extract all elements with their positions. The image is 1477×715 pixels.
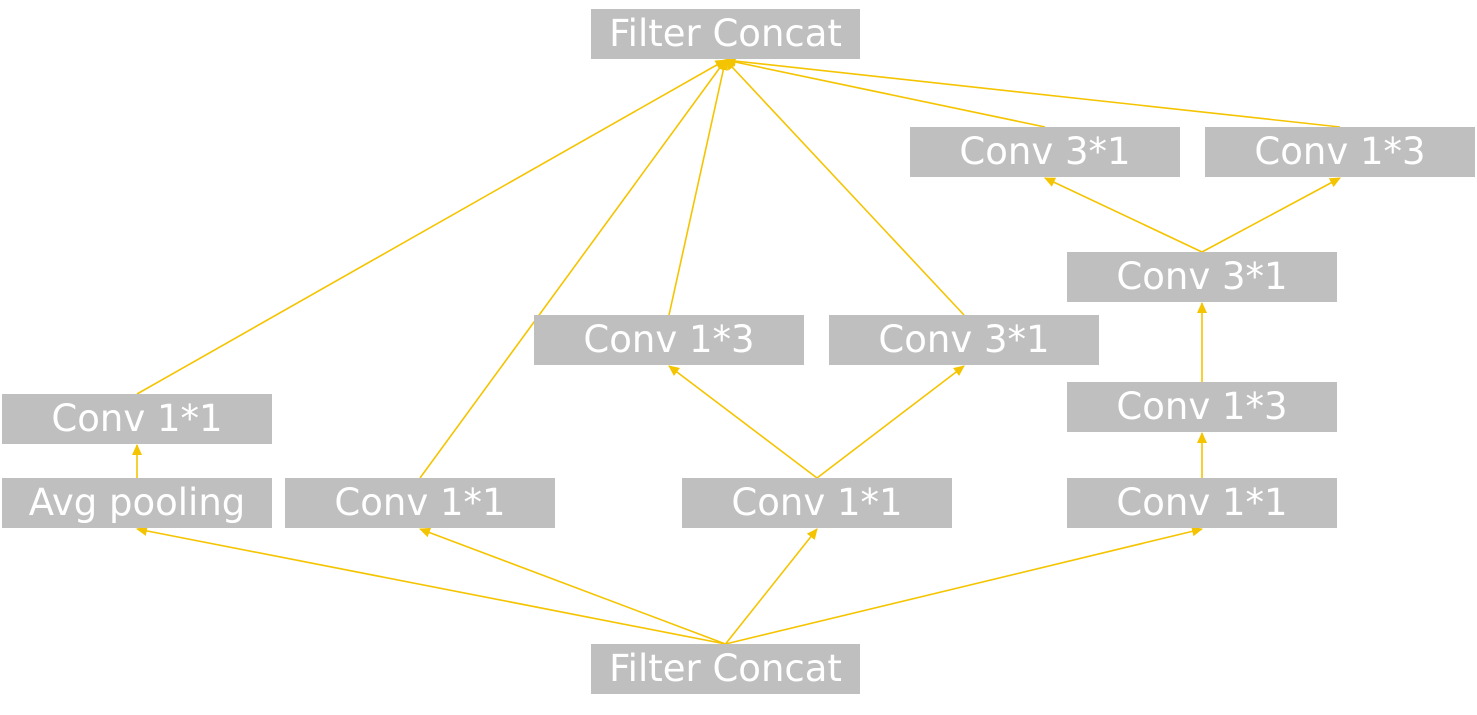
filter-concat-bottom: Filter Concat — [591, 644, 860, 694]
conv-1x1-left-middle: Conv 1*1 — [285, 478, 555, 528]
conv-1x1-right: Conv 1*1 — [1067, 478, 1337, 528]
conv-1x1-middle: Conv 1*1 — [682, 478, 952, 528]
conv-1x1-top-left: Conv 1*1 — [2, 394, 272, 444]
conv-3x1-middle: Conv 3*1 — [829, 315, 1099, 365]
conv-1x3-top-right: Conv 1*3 — [1205, 127, 1475, 177]
edge-m-conv31-to-concat-top — [724, 59, 965, 316]
edge-l-conv11-top-to-concat-top — [136, 59, 727, 395]
edge-concat-bottom-to-lm-conv11 — [419, 527, 726, 645]
edge-concat-bottom-to-r-conv11 — [725, 526, 1203, 645]
edge-m-conv11-to-m-conv31 — [816, 365, 965, 479]
edge-lm-conv11-to-concat-top — [419, 59, 727, 479]
edge-r-conv31-top-to-concat-top — [724, 57, 1046, 128]
conv-1x3-mid-right: Conv 1*3 — [1067, 382, 1337, 432]
conv-1x3-middle: Conv 1*3 — [534, 315, 804, 365]
edge-concat-bottom-to-m-conv11 — [724, 528, 818, 645]
edge-r-conv13-top-to-concat-top — [724, 56, 1341, 128]
avg-pooling: Avg pooling — [2, 478, 272, 528]
conv-3x1-top-right: Conv 3*1 — [910, 127, 1180, 177]
edge-m-conv13-to-concat-top — [668, 59, 729, 316]
edge-m-conv11-to-m-conv13 — [668, 365, 818, 479]
filter-concat-top: Filter Concat — [591, 9, 860, 59]
conv-3x1-mid-right: Conv 3*1 — [1067, 252, 1337, 302]
edge-concat-bottom-to-l-avgpool — [136, 526, 726, 645]
edge-r-conv31-mid-to-r-conv31-top — [1044, 177, 1203, 253]
edge-r-conv31-mid-to-r-conv13-top — [1201, 177, 1341, 253]
